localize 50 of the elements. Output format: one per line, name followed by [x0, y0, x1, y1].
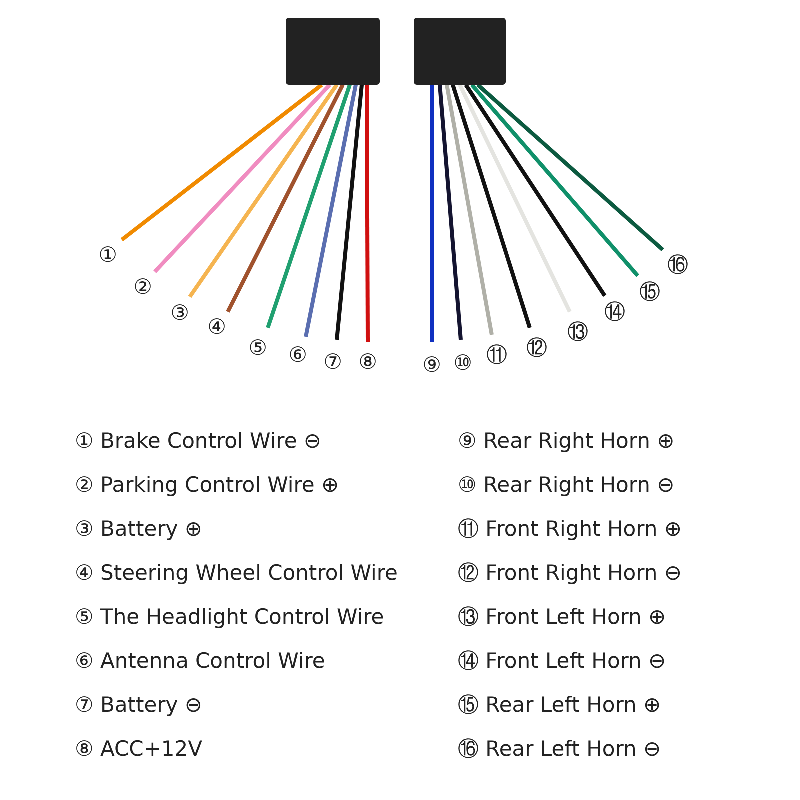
callout-number: ⑫ — [526, 336, 548, 360]
wire-description: ⑪ Front Right Horn ⊕ — [458, 516, 682, 542]
wire — [464, 84, 607, 298]
wire-description: ⑨ Rear Right Horn ⊕ — [458, 428, 675, 454]
wire-description: ⑥ Antenna Control Wire — [75, 648, 326, 674]
callout-number: ⑪ — [486, 343, 508, 367]
callout-number: ⑩ — [454, 351, 472, 375]
wire-description: ⑫ Front Right Horn ⊖ — [458, 560, 682, 586]
callout-number: ④ — [208, 315, 226, 339]
wire — [304, 84, 358, 338]
wire — [226, 84, 345, 313]
wire — [451, 84, 532, 329]
callout-number: ⑤ — [248, 336, 268, 360]
wire — [430, 85, 434, 342]
wire — [438, 84, 463, 340]
wire-description: ② Parking Control Wire ⊕ — [75, 472, 340, 498]
wire — [120, 83, 324, 242]
wire — [470, 84, 640, 278]
callout-number: ① — [98, 243, 118, 267]
wire-description: ⑮ Rear Left Horn ⊕ — [458, 692, 662, 718]
callout-number: ⑥ — [288, 343, 308, 367]
callout-number: ⑭ — [604, 300, 626, 324]
wire — [458, 84, 572, 313]
wire-description: ⑯ Rear Left Horn ⊖ — [458, 736, 662, 762]
wire-description: ⑩ Rear Right Horn ⊖ — [458, 472, 675, 498]
callout-number: ⑬ — [568, 320, 588, 344]
callout-number: ⑦ — [324, 350, 342, 374]
wire-description: ⑧ ACC+12V — [75, 736, 203, 762]
callout-number: ⑯ — [668, 253, 688, 277]
wire — [266, 84, 352, 329]
wire-description: ① Brake Control Wire ⊖ — [75, 428, 322, 454]
callout-number: ⑧ — [358, 350, 378, 374]
wire — [154, 84, 332, 274]
wire-description: ④ Steering Wheel Control Wire — [75, 560, 398, 586]
wire — [365, 85, 370, 342]
wire-description: ⑤ The Headlight Control Wire — [75, 604, 384, 630]
connector-plug — [414, 18, 506, 85]
callout-number: ② — [134, 275, 152, 299]
callout-number: ⑮ — [640, 280, 660, 304]
callout-number: ③ — [170, 301, 190, 325]
wire-description: ③ Battery ⊕ — [75, 516, 202, 542]
connector-plug — [286, 18, 380, 85]
wire — [335, 84, 364, 340]
wire — [476, 84, 664, 252]
wire-description: ⑬ Front Left Horn ⊕ — [458, 604, 666, 630]
wire — [188, 84, 339, 298]
callout-number: ⑨ — [422, 353, 442, 377]
wire — [445, 84, 494, 336]
wire-description: ⑭ Front Left Horn ⊖ — [458, 648, 666, 674]
wire-description: ⑦ Battery ⊖ — [75, 692, 202, 718]
